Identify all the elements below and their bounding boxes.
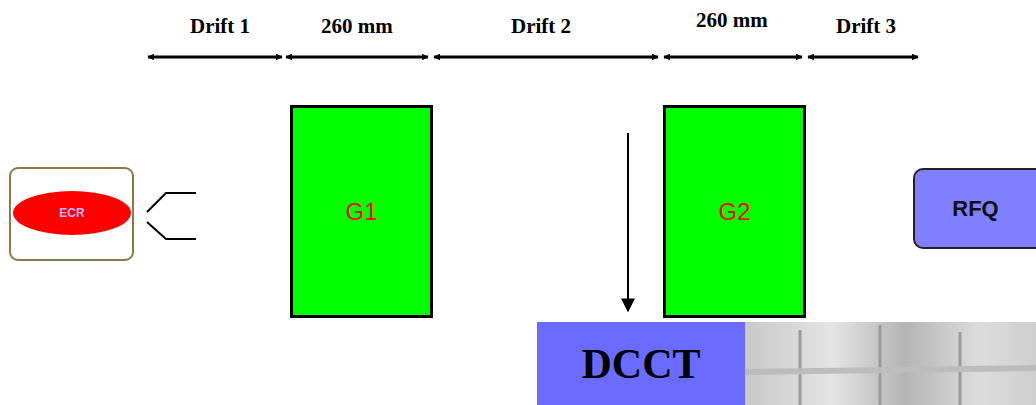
node-label: ECR <box>59 206 84 220</box>
dimension-label: 260 mm <box>319 14 395 39</box>
dimension-label: Drift 1 <box>188 14 252 39</box>
magnet-box: G1 <box>290 105 433 318</box>
source-housing <box>10 168 133 260</box>
node-label: RFQ <box>952 196 998 222</box>
node-label: DCCT <box>581 340 700 388</box>
photo-detail <box>745 325 1036 405</box>
photo-strip <box>745 322 1036 405</box>
node-label: G2 <box>718 198 750 226</box>
pointer-arrow <box>627 133 629 311</box>
node-label: G1 <box>345 198 377 226</box>
dcct-box: DCCT <box>537 322 745 405</box>
ion-source: ECR <box>12 190 132 236</box>
dimension-label: 260 mm <box>694 8 770 33</box>
dimension-arrows <box>148 56 918 59</box>
magnet-box: G2 <box>663 105 806 318</box>
dimension-label: Drift 3 <box>834 14 898 39</box>
extraction-electrode <box>147 193 196 239</box>
rfq-box: RFQ <box>913 168 1036 249</box>
dimension-label: Drift 2 <box>509 14 573 39</box>
